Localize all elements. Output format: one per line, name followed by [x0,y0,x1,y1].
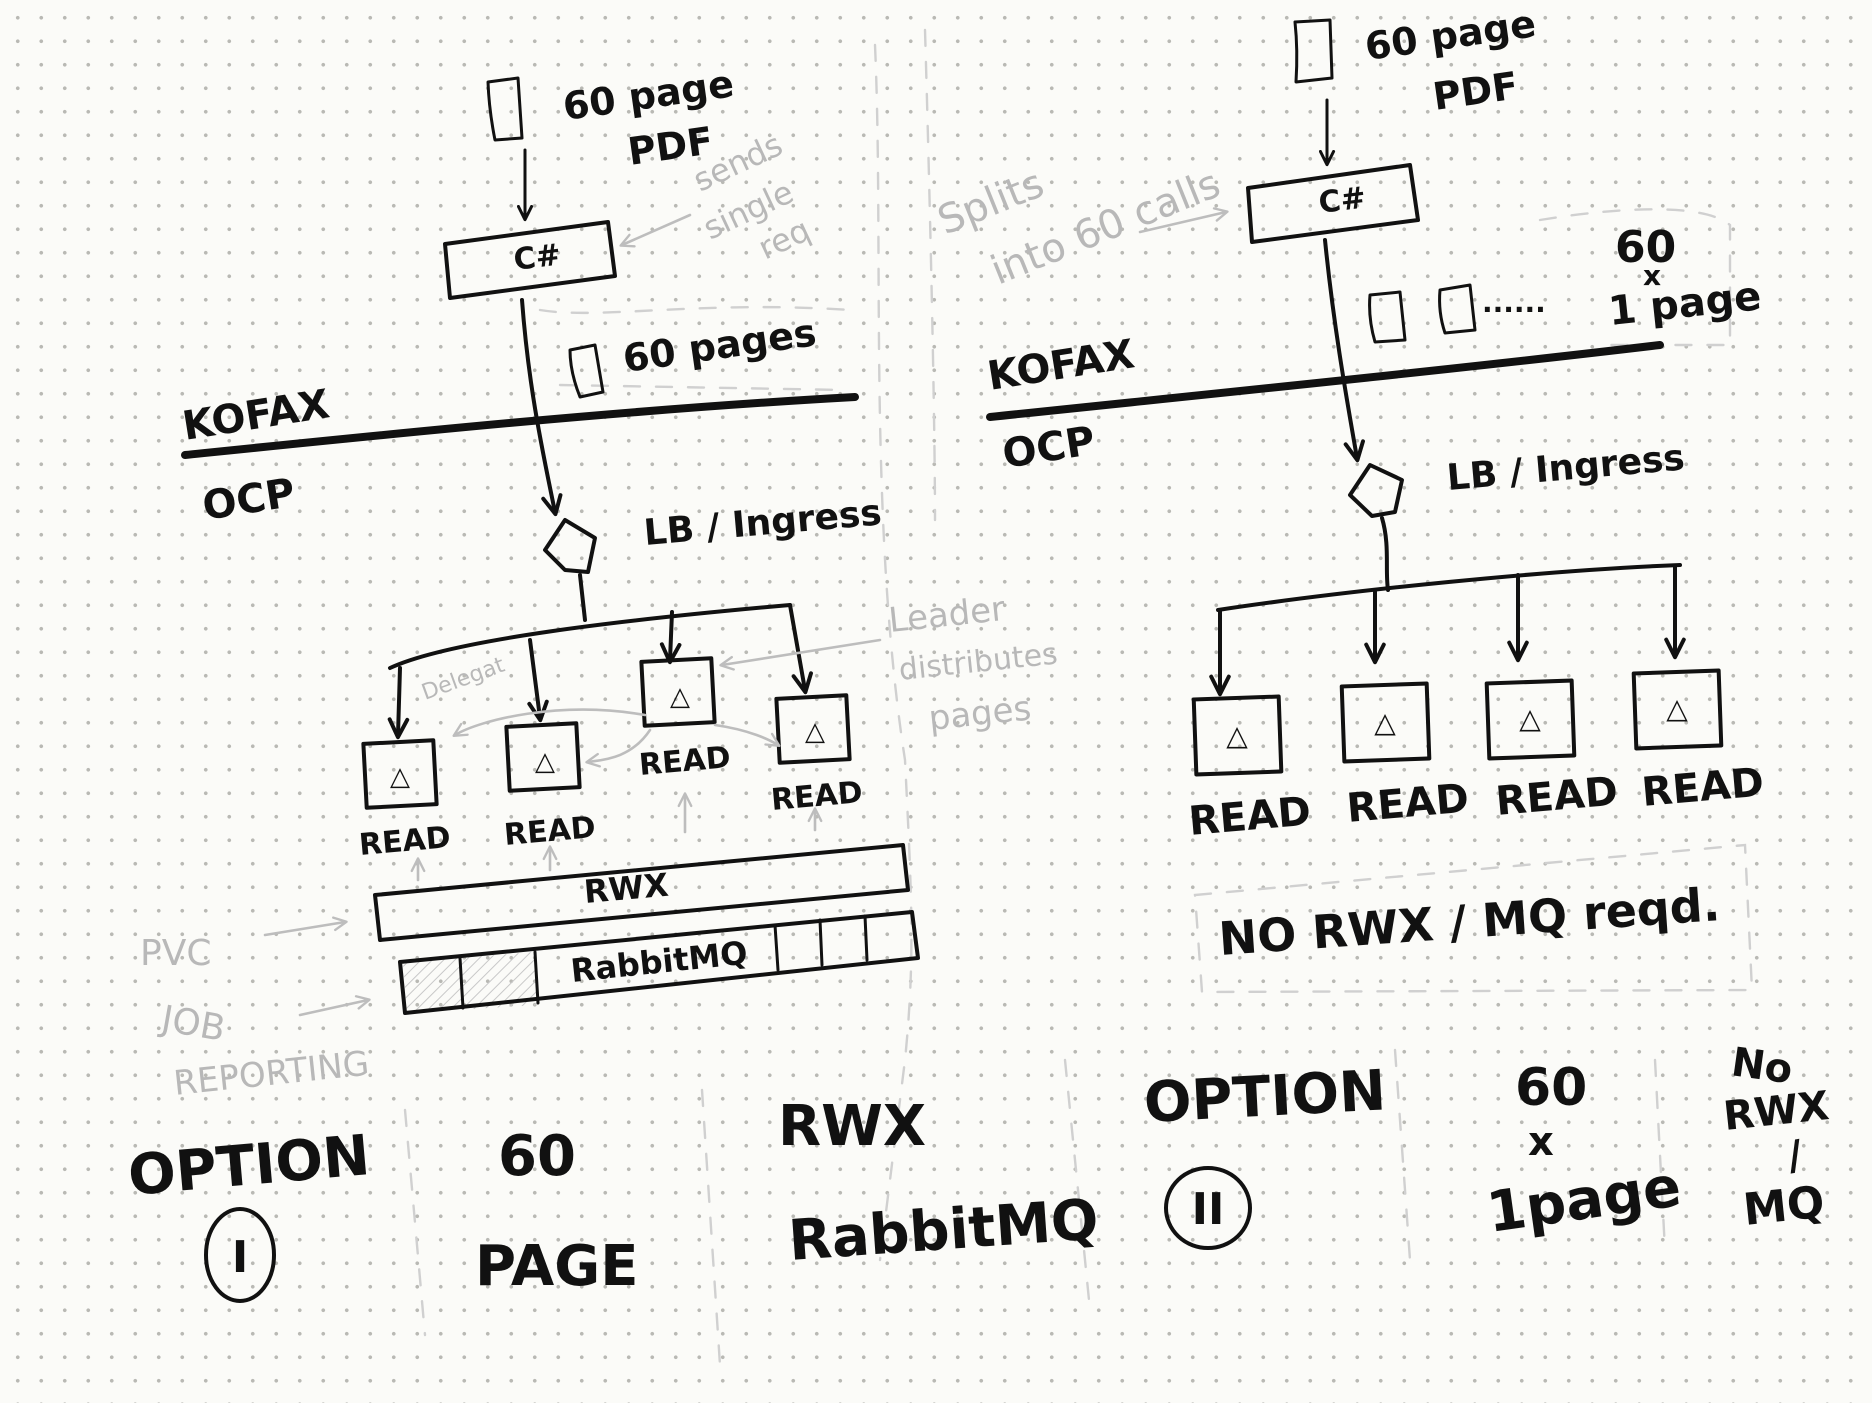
panel-separators [403,28,1754,1367]
pod-4-read-label: READ [770,775,864,818]
svg-text:△: △ [1666,692,1688,725]
svg-text:△: △ [390,762,410,792]
svg-text:△: △ [535,747,555,777]
split-pages-group: ...... 60 x 1 page [1368,222,1763,344]
split-count-label: 60 [1615,222,1676,273]
pod-4-read-label: READ [1640,759,1766,815]
delegate-label: Delegat [419,653,509,706]
no-rwx-mq-label: NO RWX / MQ reqd. [1217,877,1722,966]
pdf-word-label: PDF [1430,63,1521,118]
pdf-document-icon [1293,18,1334,84]
pod-2: △ READ [503,721,597,853]
svg-text:Leader: Leader [887,589,1007,641]
kofax-ocp-boundary [181,393,859,459]
lb-ingress-label: LB / Ingress [1445,437,1686,499]
pdf-document-icon [486,76,524,142]
pod-1: △ READ [1187,694,1313,845]
load-balancer-icon [543,518,597,574]
pdf-count-label: 60 page [560,61,736,129]
svg-text:distributes: distributes [897,636,1059,687]
svg-text:pages: pages [927,688,1033,739]
summary-row: OPTION I 60 PAGE RWX RabbitMQ OPTION II … [126,1039,1831,1303]
option1-diagram: 60 page PDF C# sends single req 60 pages… [140,61,1059,1104]
svg-text:△: △ [1226,719,1248,752]
split-times-label: x [1643,259,1661,292]
pages-count-label: 60 pages [620,310,819,381]
svg-text:REPORTING: REPORTING [172,1044,371,1104]
csharp-client-box [443,220,617,300]
csharp-label: C# [512,237,563,277]
load-balancer-icon [1348,463,1404,518]
summary-60-label-2: 60 [1515,1058,1587,1118]
summary-1page-label: 1page [1483,1154,1685,1245]
pages-document-icon [568,343,605,399]
pod-4: △ READ [770,693,864,818]
svg-text:△: △ [1519,702,1541,735]
option1-number: I [232,1232,248,1283]
pdf-count-label: 60 page [1362,1,1538,69]
summary-page-label: PAGE [475,1234,638,1299]
summary-no-label: No [1729,1039,1796,1093]
kofax-label: KOFAX [984,331,1137,400]
option2-title: OPTION [1142,1058,1387,1136]
pod-2: △ READ [1339,681,1471,832]
splits-note: Splits into 60 calls [932,161,1229,294]
csharp-label: C# [1317,180,1368,220]
svg-text:JOB: JOB [156,998,228,1050]
option2-diagram: 60 page PDF C# Splits into 60 calls ....… [932,1,1766,966]
option1-title: OPTION [126,1123,373,1209]
pod-2-read-label: READ [503,810,597,853]
summary-rwx-label: RWX [778,1094,926,1159]
ocp-label: OCP [199,470,298,530]
option2-number-circle [1164,1166,1252,1250]
ocp-label: OCP [999,418,1098,478]
option2-number: II [1192,1184,1225,1235]
pod-2-read-label: READ [1345,775,1471,831]
option1-number-circle [204,1207,276,1303]
pod-3-read-label: READ [1494,768,1620,824]
pod-1: △ READ [358,738,452,863]
summary-times-label: x [1528,1119,1554,1165]
svg-text:△: △ [1374,706,1396,739]
rwx-volume-bar [373,843,910,942]
summary-slash-label: / [1784,1132,1807,1180]
svg-text:△: △ [805,717,825,747]
kofax-ocp-boundary [986,341,1664,421]
svg-text:PVC: PVC [140,933,211,974]
pod-4: △ READ [1631,668,1766,816]
csharp-client-box [1246,163,1420,244]
summary-60-label: 60 [498,1124,576,1189]
pod-1-read-label: READ [358,820,452,863]
rabbitmq-queue: RabbitMQ [398,910,920,1015]
rwx-label: RWX [582,866,670,911]
split-page-label: 1 page [1606,273,1763,335]
pod-leader: △ READ [638,656,732,783]
leader-distributes-note: Leader distributes pages [719,589,1059,739]
summary-rabbitmq-label: RabbitMQ [786,1187,1100,1273]
pod-1-read-label: READ [1187,788,1313,844]
summary-rwx-label-2: RWX [1721,1083,1831,1140]
lb-ingress-label: LB / Ingress [642,492,883,554]
pod-3: △ READ [1484,678,1620,825]
pod-leader-read-label: READ [638,740,732,783]
ellipsis-label: ...... [1482,286,1546,319]
summary-mq-label: MQ [1741,1177,1827,1236]
pvc-job-reporting-note: PVC JOB REPORTING [140,916,371,1104]
svg-text:△: △ [670,682,690,712]
